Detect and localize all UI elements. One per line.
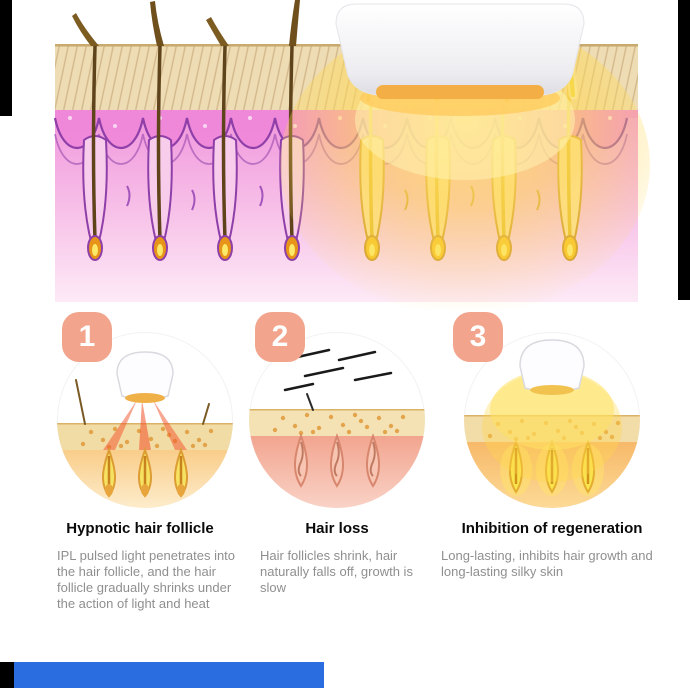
step-2-illustration [249,332,425,508]
step-3-badge: 3 [453,312,503,362]
step-2-description: Hair follicles shrink, hair naturally fa… [260,548,413,596]
mini-follicles-3 [500,438,604,496]
bottom-left-black-bar [0,662,14,688]
ipl-device-icon [335,3,585,116]
step-3-number: 3 [469,320,487,353]
mini-follicles-1 [102,446,188,498]
step-1-description: IPL pulsed light penetrates into the hai… [57,548,236,612]
left-edge-bar [0,0,12,116]
step-1-badge: 1 [62,312,112,362]
step-1-title: Hypnotic hair follicle [66,520,214,537]
right-edge-bar [678,0,690,300]
hairs-above-skin [72,0,300,46]
mini-device-3-icon [519,339,585,395]
mini-device-1-icon [116,351,174,403]
mini-hair-1 [75,379,210,425]
step-1-number: 1 [78,320,96,353]
skin-cross-section-illustration [53,0,650,310]
step-3-title: Inhibition of regeneration [461,520,643,537]
device-lamp-window [376,85,544,99]
step-3-description: Long-lasting, inhibits hair growth and l… [441,548,653,580]
bottom-blue-bar [14,662,324,688]
mini-follicles-2 [294,432,380,488]
step-2-badge: 2 [255,312,305,362]
light-rays-icon [103,400,187,450]
step-2-number: 2 [271,320,289,353]
step-2-title: Hair loss [305,520,369,537]
step-3-illustration [464,332,640,508]
mini-glow-3 [482,370,622,482]
